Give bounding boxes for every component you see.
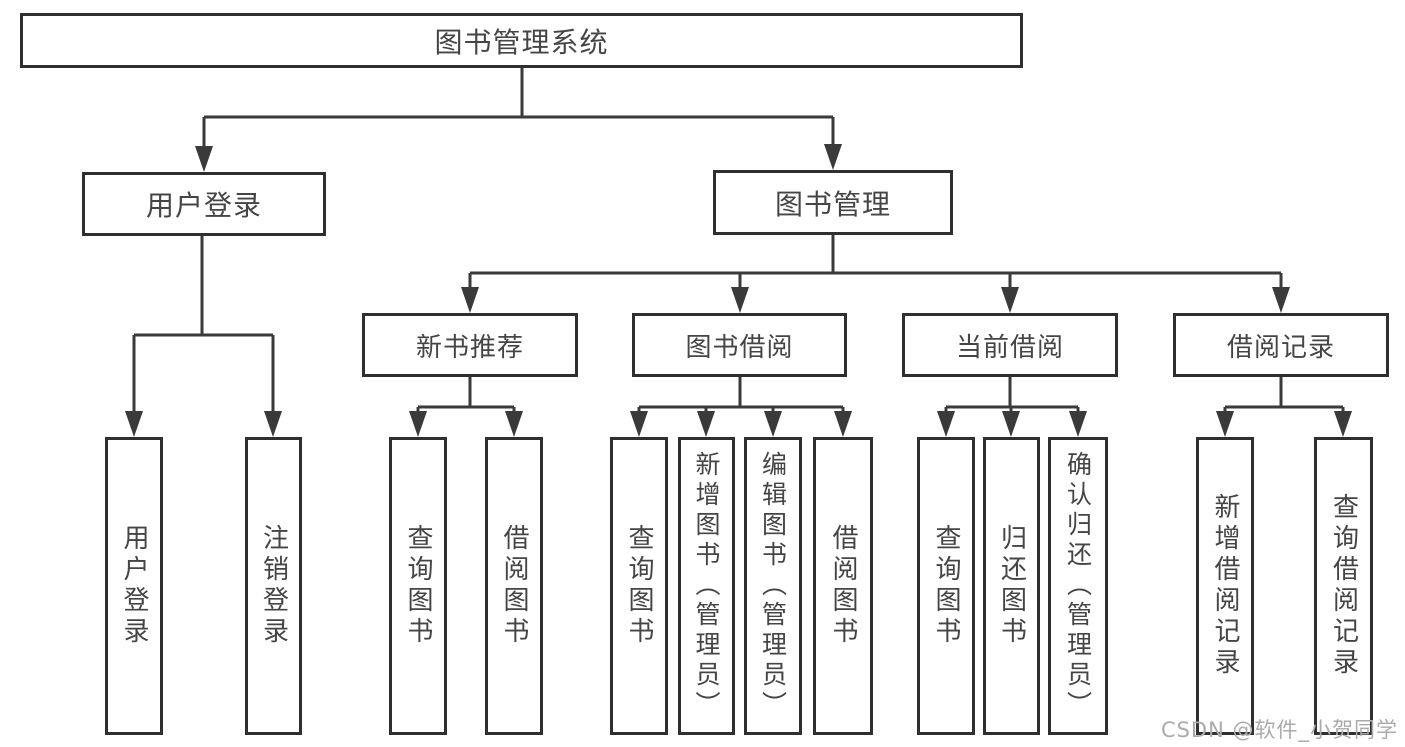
arrow-down-icon bbox=[1001, 287, 1019, 313]
node-label: 查询图书 bbox=[931, 524, 961, 648]
leaf-borrow-books-borrowing: 借阅图书 bbox=[813, 437, 873, 735]
leaf-confirm-return-admin: 确认归还（管理员） bbox=[1048, 437, 1108, 735]
node-book-management: 图书管理 bbox=[713, 170, 953, 235]
leaf-add-books-admin: 新增图书（管理员） bbox=[678, 437, 735, 735]
node-label: 新增图书（管理员） bbox=[692, 451, 721, 721]
node-label: 查询图书 bbox=[624, 524, 654, 648]
leaf-add-borrow-record: 新增借阅记录 bbox=[1196, 437, 1254, 735]
node-label: 新书推荐 bbox=[415, 332, 524, 363]
arrow-down-icon bbox=[731, 287, 749, 313]
arrow-down-icon bbox=[195, 146, 213, 172]
arrow-down-icon bbox=[1334, 411, 1352, 437]
arrow-down-icon bbox=[264, 411, 282, 437]
leaf-user-login: 用户登录 bbox=[105, 437, 163, 735]
node-label: 用户登录 bbox=[145, 189, 262, 222]
node-user-login: 用户登录 bbox=[82, 172, 326, 236]
node-label: 归还图书 bbox=[996, 524, 1027, 648]
node-label: 借阅图书 bbox=[499, 524, 529, 648]
node-label: 查询图书 bbox=[403, 524, 433, 648]
leaf-return-books: 归还图书 bbox=[983, 437, 1040, 735]
node-label: 当前借阅 bbox=[955, 332, 1064, 363]
arrow-down-icon bbox=[630, 411, 648, 437]
leaf-query-borrow-record: 查询借阅记录 bbox=[1314, 437, 1373, 735]
arrow-down-icon bbox=[1002, 411, 1020, 437]
node-label: 新增借阅记录 bbox=[1210, 493, 1240, 679]
leaf-query-books-recommend: 查询图书 bbox=[389, 437, 447, 735]
arrow-down-icon bbox=[697, 411, 715, 437]
node-label: 图书借阅 bbox=[685, 332, 794, 363]
leaf-edit-books-admin: 编辑图书（管理员） bbox=[744, 437, 802, 735]
arrow-down-icon bbox=[409, 411, 427, 437]
node-label: 查询借阅记录 bbox=[1328, 493, 1359, 679]
arrow-down-icon bbox=[1272, 287, 1290, 313]
leaf-query-books-borrowing: 查询图书 bbox=[610, 437, 668, 735]
node-label: 注销登录 bbox=[258, 524, 289, 648]
arrow-down-icon bbox=[1069, 411, 1087, 437]
node-new-book-recommend: 新书推荐 bbox=[362, 313, 578, 377]
arrow-down-icon bbox=[125, 411, 143, 437]
leaf-borrow-books-recommend: 借阅图书 bbox=[485, 437, 543, 735]
arrow-down-icon bbox=[505, 411, 523, 437]
node-current-borrowing: 当前借阅 bbox=[902, 313, 1118, 377]
node-book-borrowing: 图书借阅 bbox=[632, 313, 847, 377]
node-label: 用户登录 bbox=[119, 524, 149, 648]
node-label: 图书管理 bbox=[774, 187, 891, 221]
node-label: 图书管理系统 bbox=[434, 25, 609, 59]
node-label: 借阅记录 bbox=[1226, 332, 1335, 363]
node-root-system: 图书管理系统 bbox=[20, 13, 1023, 68]
arrow-down-icon bbox=[1216, 411, 1234, 437]
node-label: 编辑图书（管理员） bbox=[758, 451, 788, 721]
arrow-down-icon bbox=[461, 287, 479, 313]
arrowheads bbox=[125, 144, 1352, 437]
leaf-query-books-current: 查询图书 bbox=[917, 437, 975, 735]
arrow-down-icon bbox=[824, 144, 842, 170]
arrow-down-icon bbox=[834, 411, 852, 437]
arrow-down-icon bbox=[937, 411, 955, 437]
node-label: 借阅图书 bbox=[828, 524, 858, 648]
arrow-down-icon bbox=[764, 411, 782, 437]
watermark: CSDN @软件_小贺同学 bbox=[1160, 718, 1398, 742]
node-label: 确认归还（管理员） bbox=[1063, 451, 1093, 721]
node-borrowing-records: 借阅记录 bbox=[1173, 313, 1389, 377]
leaf-logout: 注销登录 bbox=[245, 437, 302, 735]
